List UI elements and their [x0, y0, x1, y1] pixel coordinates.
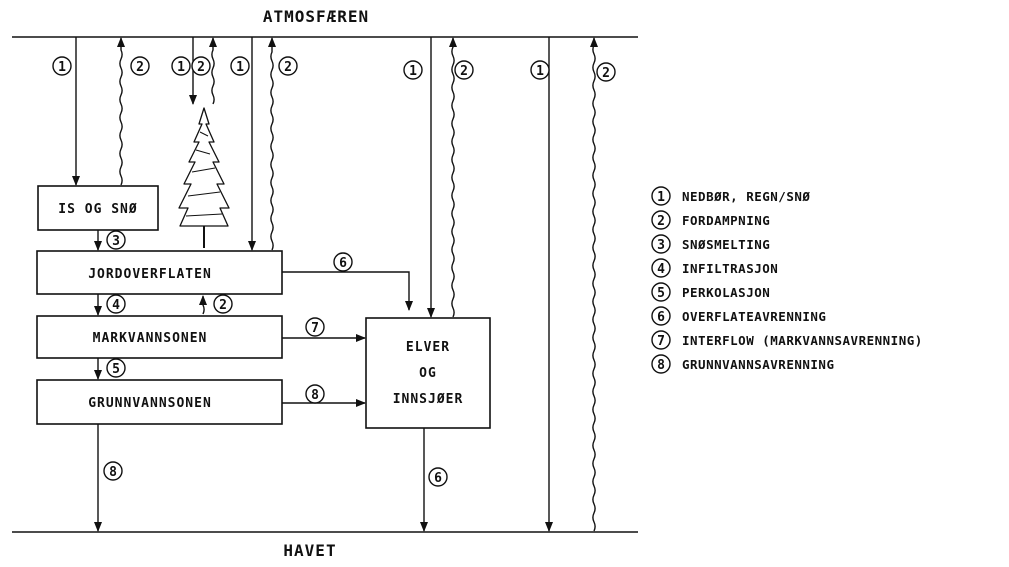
surface-runoff-arrow — [282, 271, 413, 311]
marker-8b: 8 — [103, 461, 123, 481]
legend-item: 3 SNØSMELTING — [651, 234, 770, 254]
svg-text:2: 2 — [602, 66, 610, 81]
svg-text:2: 2 — [197, 60, 205, 75]
marker-2e: 2 — [596, 62, 616, 82]
legend-item: 1 NEDBØR, REGN/SNØ — [651, 186, 810, 206]
box-is-og-sno: IS OG SNØ — [37, 185, 159, 231]
legend-text: SNØSMELTING — [682, 237, 770, 252]
ocean-label: HAVET — [283, 541, 336, 560]
legend-item: 4 INFILTRASJON — [651, 258, 778, 278]
box-elver-line2: OG — [419, 366, 437, 381]
marker-1e: 1 — [530, 60, 550, 80]
box-jordoverflaten: JORDOVERFLATEN — [36, 250, 283, 295]
legend-number: 3 — [657, 238, 665, 253]
svg-text:6: 6 — [434, 471, 442, 486]
legend-text: INFILTRASJON — [682, 261, 778, 276]
svg-text:4: 4 — [112, 298, 120, 313]
svg-text:1: 1 — [409, 64, 417, 79]
svg-text:1: 1 — [536, 64, 544, 79]
atmosphere-label: ATMOSFÆREN — [263, 7, 369, 26]
svg-text:2: 2 — [460, 64, 468, 79]
svg-text:8: 8 — [109, 465, 117, 480]
legend-text: GRUNNVANNSAVRENNING — [682, 357, 835, 372]
marker-3: 3 — [106, 230, 126, 250]
evap-arrow-1 — [117, 37, 125, 186]
box-elver-line3: INNSJØER — [393, 392, 464, 407]
svg-text:3: 3 — [112, 234, 120, 249]
legend-number: 1 — [657, 190, 665, 205]
marker-2d: 2 — [454, 60, 474, 80]
diagram-process-markers: 1 2 1 2 1 2 1 2 1 2 3 4 2 5 6 7 8 8 6 — [52, 56, 616, 487]
evap-arrow-5 — [590, 37, 598, 532]
evap-arrow-3 — [268, 37, 276, 251]
box-markvannsonen: MARKVANNSONEN — [36, 315, 283, 359]
svg-text:2: 2 — [284, 60, 292, 75]
evap-arrow-soil — [199, 295, 207, 315]
svg-text:5: 5 — [112, 362, 120, 377]
svg-text:1: 1 — [177, 60, 185, 75]
legend-number: 7 — [657, 334, 665, 349]
marker-2b: 2 — [191, 56, 211, 76]
legend-text: PERKOLASJON — [682, 285, 770, 300]
box-markvannsonen-label: MARKVANNSONEN — [93, 331, 208, 346]
legend-number: 8 — [657, 358, 665, 373]
legend-number: 5 — [657, 286, 665, 301]
box-grunnvannsonen-label: GRUNNVANNSONEN — [88, 396, 212, 411]
legend-item: 8 GRUNNVANNSAVRENNING — [651, 354, 835, 374]
marker-1c: 1 — [230, 56, 250, 76]
marker-5: 5 — [106, 358, 126, 378]
legend-number: 4 — [657, 262, 665, 277]
svg-text:6: 6 — [339, 256, 347, 271]
marker-1a: 1 — [52, 56, 72, 76]
marker-7: 7 — [305, 317, 325, 337]
box-is-og-sno-label: IS OG SNØ — [58, 202, 137, 217]
svg-text:2: 2 — [219, 298, 227, 313]
legend-text: FORDAMPNING — [682, 213, 770, 228]
box-grunnvannsonen: GRUNNVANNSONEN — [36, 379, 283, 425]
legend-item: 7 INTERFLOW (MARKVANNSAVRENNING) — [651, 330, 923, 350]
box-elver-line1: ELVER — [406, 340, 450, 355]
marker-8a: 8 — [305, 384, 325, 404]
legend-number: 2 — [657, 214, 665, 229]
evap-arrow-4 — [449, 37, 457, 318]
legend: 1 NEDBØR, REGN/SNØ 2 FORDAMPNING 3 SNØSMELT… — [651, 186, 923, 374]
evap-arrow-tree — [209, 37, 217, 105]
legend-item: 5 PERKOLASJON — [651, 282, 770, 302]
marker-2a: 2 — [130, 56, 150, 76]
marker-1b: 1 — [171, 56, 191, 76]
legend-item: 2 FORDAMPNING — [651, 210, 770, 230]
box-jordoverflaten-label: JORDOVERFLATEN — [88, 267, 212, 282]
legend-text: OVERFLATEAVRENNING — [682, 309, 826, 324]
legend-item: 6 OVERFLATEAVRENNING — [651, 306, 826, 326]
spruce-tree-icon — [178, 107, 230, 248]
svg-text:7: 7 — [311, 321, 319, 336]
svg-text:8: 8 — [311, 388, 319, 403]
legend-number: 6 — [657, 310, 665, 325]
marker-2c: 2 — [278, 56, 298, 76]
marker-6b: 6 — [428, 467, 448, 487]
marker-6a: 6 — [333, 252, 353, 272]
marker-2f: 2 — [213, 294, 233, 314]
svg-text:2: 2 — [136, 60, 144, 75]
svg-text:1: 1 — [236, 60, 244, 75]
legend-text: NEDBØR, REGN/SNØ — [682, 189, 810, 204]
box-elver-og-innsjoer: ELVER OG INNSJØER — [365, 317, 491, 429]
legend-text: INTERFLOW (MARKVANNSAVRENNING) — [682, 333, 923, 348]
marker-4: 4 — [106, 294, 126, 314]
svg-text:1: 1 — [58, 60, 66, 75]
marker-1d: 1 — [403, 60, 423, 80]
